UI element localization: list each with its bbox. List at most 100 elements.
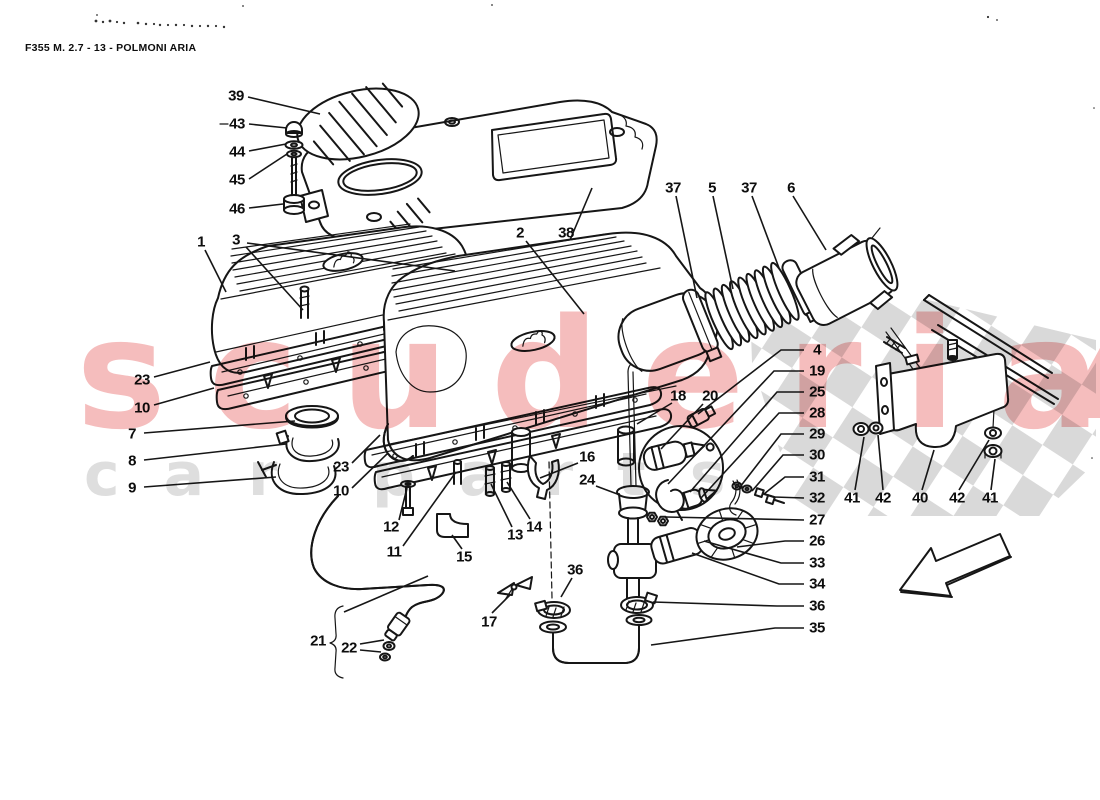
leader-line-39: [247, 96, 321, 115]
callout-32: 32: [809, 489, 825, 507]
callout-42: 42: [875, 489, 891, 507]
callout-22: 22: [341, 639, 357, 657]
callout-6: 6: [787, 179, 795, 197]
rubber-boot: [616, 485, 650, 520]
plate-fastener-stack: [283, 121, 305, 215]
leader-line-41: [990, 458, 996, 491]
callout-5: 5: [708, 179, 716, 197]
worm-clamp: [534, 599, 571, 619]
leader-line-36: [560, 577, 573, 598]
leader-line-8: [143, 443, 287, 461]
washer-42: [868, 421, 884, 435]
leader-line-12: [398, 487, 408, 521]
gasket-lower: [373, 408, 673, 491]
leader-line-21: [343, 575, 429, 613]
bellows: [704, 261, 800, 351]
callout-26: 26: [809, 532, 825, 550]
callout-41: 41: [982, 489, 998, 507]
callout-38: 38: [558, 224, 574, 242]
leader-line-13: [490, 483, 513, 528]
valve-sensor-cluster: [534, 357, 785, 664]
leader-line-22: [359, 639, 385, 645]
vacuum-pipes: [310, 495, 533, 679]
seal-ring: [285, 405, 339, 429]
leader-line-1: [204, 249, 227, 293]
leader-line-5: [712, 195, 734, 290]
callout-25: 25: [809, 383, 825, 401]
callout-23: 23: [333, 458, 349, 476]
stud: [947, 339, 958, 361]
page-title: F355 M. 2.7 - 13 - POLMONI ARIA: [25, 42, 197, 54]
callout-19: 19: [809, 362, 825, 380]
callout-27: 27: [809, 511, 825, 529]
leader-line-31: [763, 476, 804, 495]
leader-line-20: [660, 403, 704, 450]
brace-21: [329, 605, 344, 679]
callout-2: 2: [516, 224, 524, 242]
leader-line-42: [958, 439, 990, 491]
leader-line-15: [451, 534, 463, 550]
callout-46: 46: [229, 200, 245, 218]
flange-posts: [415, 393, 605, 481]
callout-37: 37: [665, 179, 681, 197]
leader-line-36: [652, 601, 804, 607]
cover-fasteners: [400, 425, 635, 599]
callout-45: 45: [229, 171, 245, 189]
leader-line-43: [248, 123, 288, 129]
callout-7: 7: [128, 425, 136, 443]
hose-loop: [638, 425, 724, 511]
callout-41: 41: [844, 489, 860, 507]
intake-cover-center: [363, 231, 716, 491]
leader-line-24: [595, 485, 621, 496]
leader-line-6: [792, 195, 827, 251]
finned-cap: [296, 82, 431, 237]
callout-20: 20: [702, 387, 718, 405]
callout-10: 10: [134, 399, 150, 417]
callout-12: 12: [383, 518, 399, 536]
mount-bracket-40: [887, 352, 1010, 449]
callout-42: 42: [949, 489, 965, 507]
callout-8: 8: [128, 452, 136, 470]
leader-line-46: [248, 203, 284, 209]
callout-18: 18: [670, 387, 686, 405]
leader-line-38: [569, 187, 593, 241]
leader-line-22: [359, 649, 382, 653]
rails-and-bracket: [852, 294, 1059, 459]
leader-line-45: [248, 153, 288, 180]
washer: [379, 652, 391, 662]
thermo-valve: [642, 440, 715, 471]
callout-44: 44: [229, 143, 245, 161]
leader-line-40: [921, 449, 935, 491]
leader-line-27: [665, 516, 805, 521]
direction-arrow: [899, 533, 1012, 598]
hose-clamp-8: [275, 429, 340, 463]
leader-line-33: [703, 540, 804, 564]
leader-line-41: [854, 436, 865, 491]
callout-29: 29: [809, 425, 825, 443]
leader-line-11: [402, 471, 457, 547]
callout-24: 24: [579, 471, 595, 489]
callout-28: 28: [809, 404, 825, 422]
callout-1: 1: [197, 233, 205, 251]
pipe-fitting: [384, 611, 411, 642]
screws-washers: [731, 481, 785, 506]
leader-line-16: [539, 462, 579, 479]
leader-line-3: [246, 242, 456, 272]
nuts: [646, 511, 669, 527]
leader-line-7: [143, 420, 296, 434]
callout-37: 37: [741, 179, 757, 197]
callout-43: 43: [229, 115, 245, 133]
leader-line-28: [700, 412, 804, 499]
saddle-bracket: [526, 455, 560, 500]
leader-line-19: [667, 370, 804, 485]
leader-line-3: [245, 246, 304, 311]
nut-41: [852, 422, 870, 436]
leader-line-2: [525, 240, 585, 315]
elbow-pipe: [436, 513, 469, 538]
callout-9: 9: [128, 479, 136, 497]
callout-17: 17: [481, 613, 497, 631]
